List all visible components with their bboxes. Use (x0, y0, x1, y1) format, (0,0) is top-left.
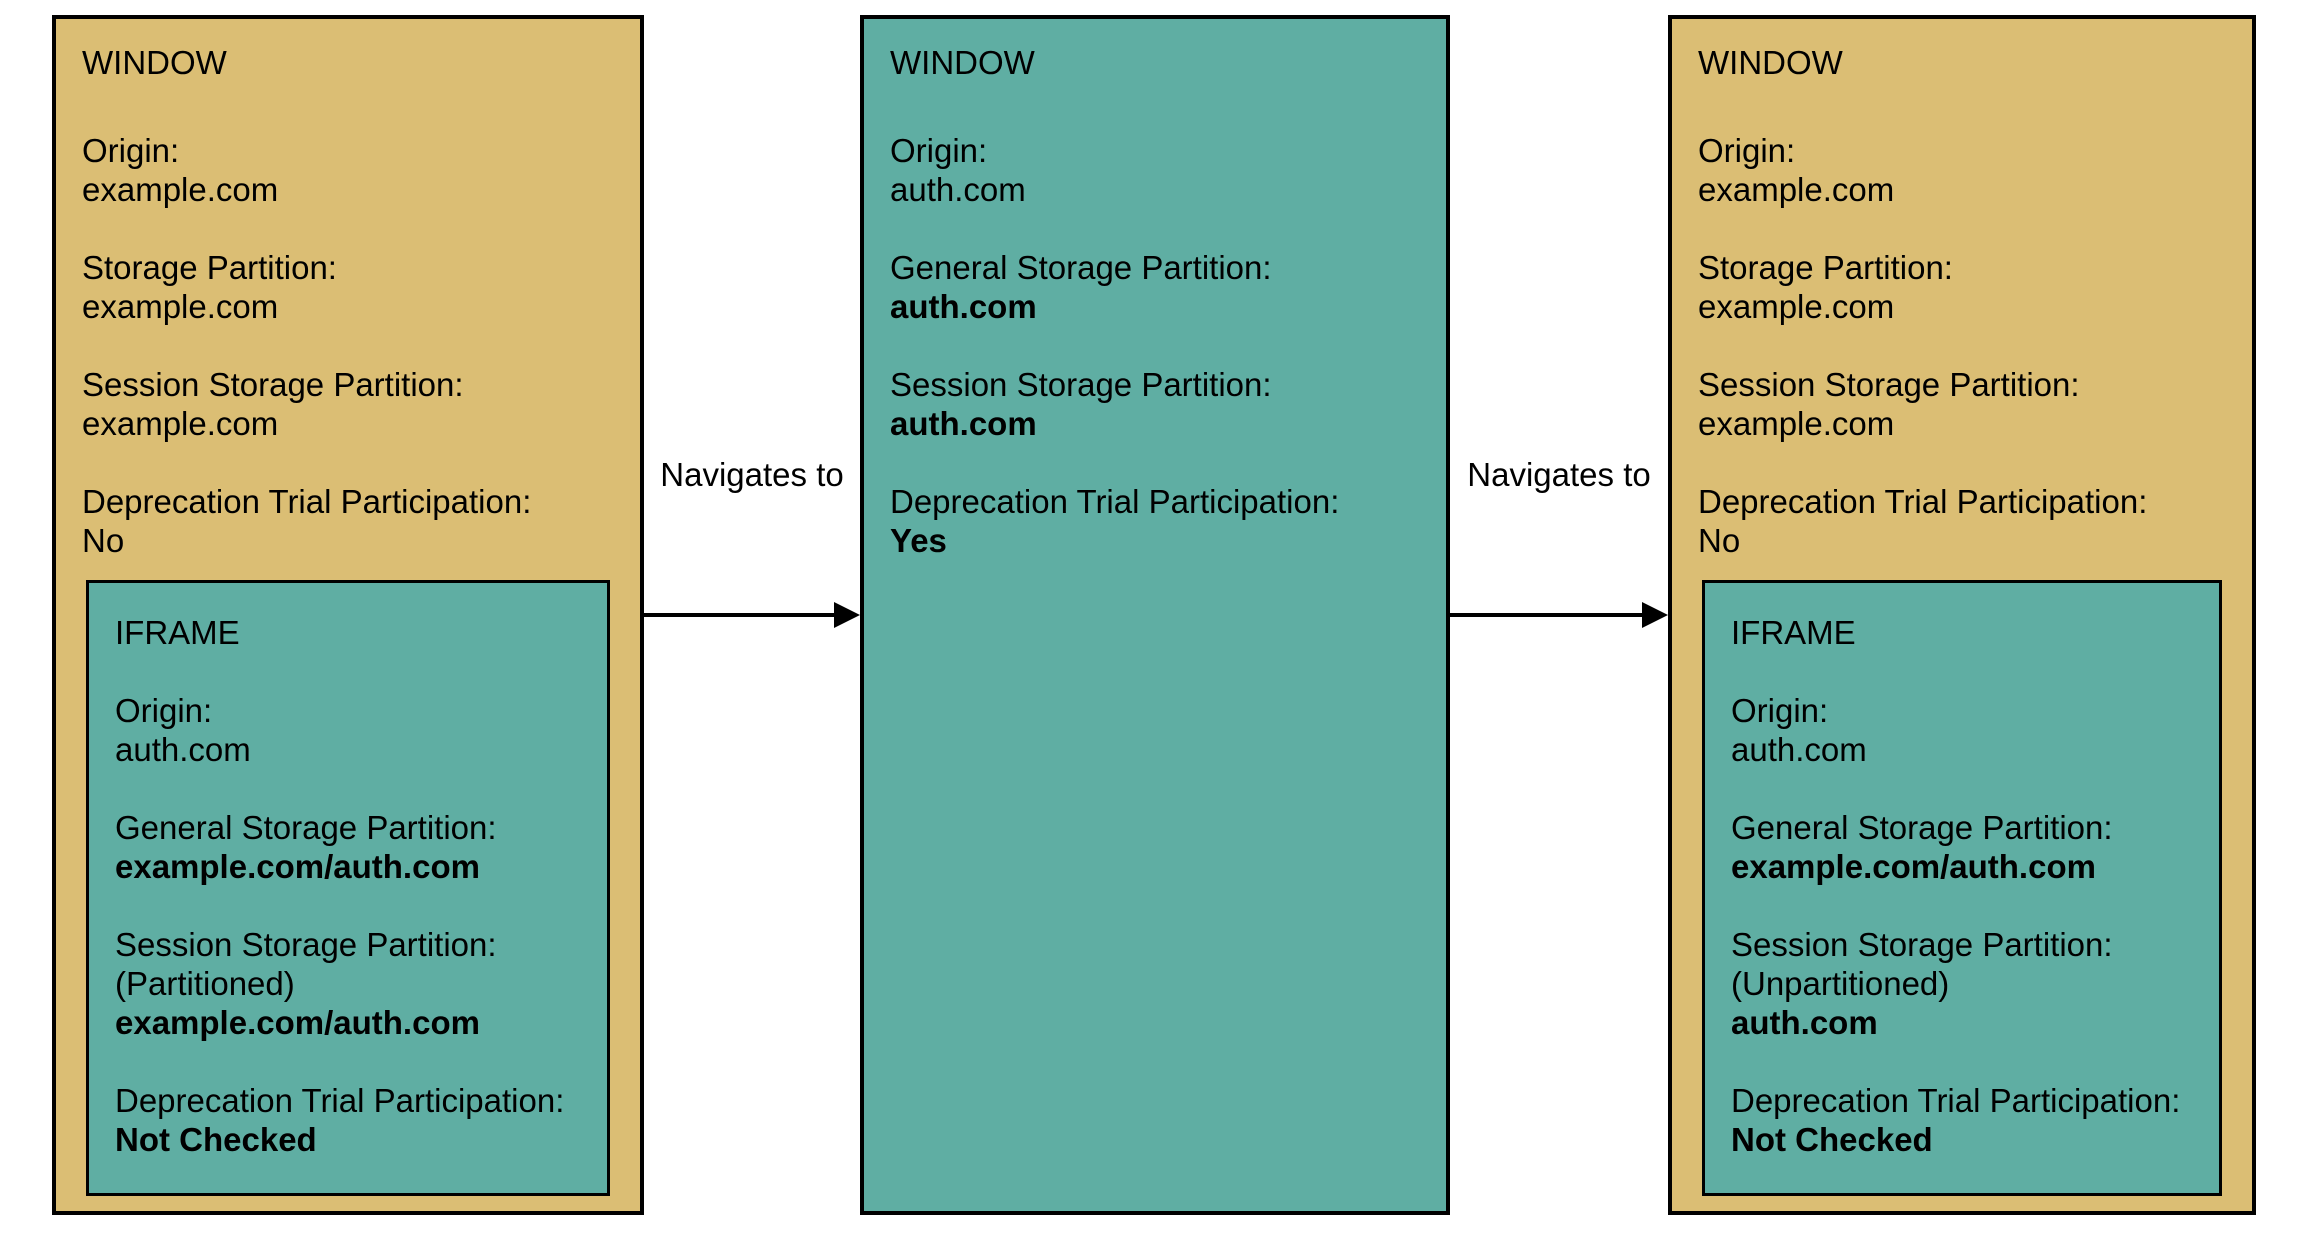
field-label: Storage Partition: (82, 249, 337, 286)
field-label: Deprecation Trial Participation: (82, 483, 532, 520)
general-storage-partition-field: General Storage Partition: example.com/a… (115, 808, 581, 886)
session-storage-partition-field: Session Storage Partition: (Unpartitione… (1731, 925, 2193, 1042)
deprecation-trial-field: Deprecation Trial Participation: No (82, 482, 614, 560)
general-storage-partition-field: General Storage Partition: example.com/a… (1731, 808, 2193, 886)
field-value: example.com (1698, 405, 1895, 442)
window-title: WINDOW (890, 44, 1035, 81)
field-label: Origin: (1731, 692, 1829, 729)
field-value: example.com (1698, 171, 1895, 208)
field-label: Deprecation Trial Participation: (115, 1082, 565, 1119)
field-label: Session Storage Partition: (115, 926, 497, 963)
storage-partition-field: Storage Partition: example.com (1698, 248, 2226, 326)
window-panel-3: WINDOW Origin: example.com Storage Parti… (1668, 15, 2256, 1215)
iframe-title: IFRAME (115, 614, 240, 651)
origin-field: Origin: auth.com (890, 131, 1420, 209)
field-value: No (82, 522, 125, 559)
window-panel-2: WINDOW Origin: auth.com General Storage … (860, 15, 1450, 1215)
field-label: Session Storage Partition: (1698, 366, 2080, 403)
field-value: auth.com (1731, 1004, 1878, 1041)
field-label: Origin: (1698, 132, 1796, 169)
iframe-panel-1: IFRAME Origin: auth.com General Storage … (86, 580, 610, 1196)
deprecation-trial-field: Deprecation Trial Participation: Not Che… (115, 1081, 581, 1159)
field-label: Deprecation Trial Participation: (890, 483, 1340, 520)
session-storage-partition-field: Session Storage Partition: example.com (82, 365, 614, 443)
window-panel-1: WINDOW Origin: example.com Storage Parti… (52, 15, 644, 1215)
field-label: Storage Partition: (1698, 249, 1953, 286)
field-value: auth.com (890, 288, 1037, 325)
field-value: Yes (890, 522, 947, 559)
deprecation-trial-field: Deprecation Trial Participation: Not Che… (1731, 1081, 2193, 1159)
right-arrow-icon (1450, 602, 1668, 628)
deprecation-trial-field: Deprecation Trial Participation: No (1698, 482, 2226, 560)
origin-field: Origin: auth.com (1731, 691, 2193, 769)
origin-field: Origin: example.com (82, 131, 614, 209)
storage-partition-field: Storage Partition: example.com (82, 248, 614, 326)
field-label: Session Storage Partition: (890, 366, 1272, 403)
field-value: auth.com (115, 731, 251, 768)
field-note: (Unpartitioned) (1731, 965, 1950, 1002)
field-label: General Storage Partition: (890, 249, 1272, 286)
origin-field: Origin: auth.com (115, 691, 581, 769)
origin-field: Origin: example.com (1698, 131, 2226, 209)
window-title: WINDOW (1698, 44, 1843, 81)
field-value: auth.com (890, 171, 1026, 208)
general-storage-partition-field: General Storage Partition: auth.com (890, 248, 1420, 326)
session-storage-partition-field: Session Storage Partition: auth.com (890, 365, 1420, 443)
field-label: Origin: (115, 692, 213, 729)
field-label: Origin: (82, 132, 180, 169)
field-label: Session Storage Partition: (82, 366, 464, 403)
session-storage-partition-field: Session Storage Partition: example.com (1698, 365, 2226, 443)
field-value: example.com (1698, 288, 1895, 325)
field-value: auth.com (1731, 731, 1867, 768)
iframe-panel-2: IFRAME Origin: auth.com General Storage … (1702, 580, 2222, 1196)
field-label: Deprecation Trial Participation: (1731, 1082, 2181, 1119)
field-value: example.com/auth.com (1731, 848, 2096, 885)
field-value: example.com/auth.com (115, 848, 480, 885)
field-value: auth.com (890, 405, 1037, 442)
session-storage-partition-field: Session Storage Partition: (Partitioned)… (115, 925, 581, 1042)
field-value: example.com/auth.com (115, 1004, 480, 1041)
field-label: Deprecation Trial Participation: (1698, 483, 2148, 520)
field-label: General Storage Partition: (1731, 809, 2113, 846)
window-title: WINDOW (82, 44, 227, 81)
field-value: Not Checked (115, 1121, 317, 1158)
field-value: Not Checked (1731, 1121, 1933, 1158)
field-label: Origin: (890, 132, 988, 169)
navigates-to-label: Navigates to (1467, 456, 1651, 493)
field-value: example.com (82, 405, 279, 442)
field-label: Session Storage Partition: (1731, 926, 2113, 963)
field-label: General Storage Partition: (115, 809, 497, 846)
navigates-to-label: Navigates to (660, 456, 844, 493)
field-value: example.com (82, 288, 279, 325)
field-note: (Partitioned) (115, 965, 295, 1002)
deprecation-trial-field: Deprecation Trial Participation: Yes (890, 482, 1420, 560)
right-arrow-icon (644, 602, 860, 628)
field-value: example.com (82, 171, 279, 208)
iframe-title: IFRAME (1731, 614, 1856, 651)
field-value: No (1698, 522, 1741, 559)
